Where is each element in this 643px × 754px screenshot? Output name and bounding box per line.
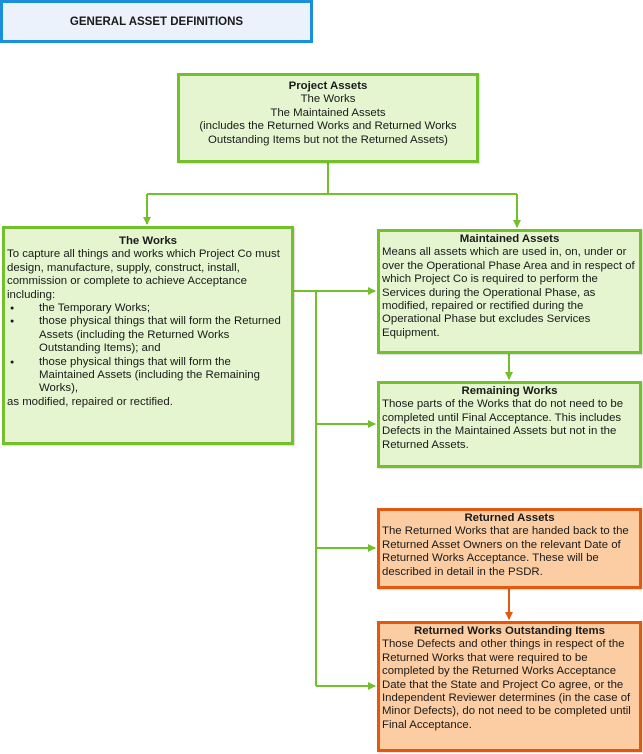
remaining-works-body: Those parts of the Works that do not nee… bbox=[382, 398, 624, 451]
diagram-title: GENERAL ASSET DEFINITIONS bbox=[0, 0, 313, 43]
project-assets-line: Outstanding Items but not the Returned A… bbox=[208, 133, 448, 146]
the-works-intro: To capture all things and works which Pr… bbox=[7, 248, 280, 301]
the-works-bullet: the Temporary Works; bbox=[7, 302, 289, 316]
returned-assets-box: Returned Assets The Returned Works that … bbox=[377, 508, 642, 589]
maintained-assets-heading: Maintained Assets bbox=[459, 233, 560, 245]
remaining-works-box: Remaining Works Those parts of the Works… bbox=[377, 381, 642, 468]
remaining-works-heading: Remaining Works bbox=[461, 385, 558, 397]
rwoi-heading: Returned Works Outstanding Items bbox=[414, 625, 605, 637]
maintained-assets-box: Maintained Assets Means all assets which… bbox=[377, 229, 642, 354]
the-works-heading: The Works bbox=[118, 235, 178, 247]
the-works-outro: as modified, repaired or rectified. bbox=[7, 395, 173, 408]
returned-works-outstanding-items-box: Returned Works Outstanding Items Those D… bbox=[377, 621, 642, 752]
rwoi-body: Those Defects and other things in respec… bbox=[382, 638, 631, 731]
the-works-bullet: those physical things that will form the… bbox=[7, 315, 289, 355]
the-works-bullet: those physical things that will form the… bbox=[7, 356, 289, 396]
project-assets-box: Project Assets The Works The Maintained … bbox=[177, 73, 479, 163]
returned-assets-body: The Returned Works that are handed back … bbox=[382, 525, 629, 578]
maintained-assets-body: Means all assets which are used in, on, … bbox=[382, 246, 635, 339]
project-assets-heading: Project Assets bbox=[288, 80, 368, 92]
project-assets-line: The Maintained Assets bbox=[270, 106, 386, 119]
the-works-box: The Works To capture all things and work… bbox=[2, 226, 294, 445]
diagram-title-text: GENERAL ASSET DEFINITIONS bbox=[69, 15, 244, 28]
project-assets-line: The Works bbox=[300, 93, 356, 106]
project-assets-line: (includes the Returned Works and Returne… bbox=[199, 120, 457, 133]
returned-assets-heading: Returned Assets bbox=[464, 512, 555, 524]
the-works-bullet-list: the Temporary Works; those physical thin… bbox=[7, 302, 289, 396]
